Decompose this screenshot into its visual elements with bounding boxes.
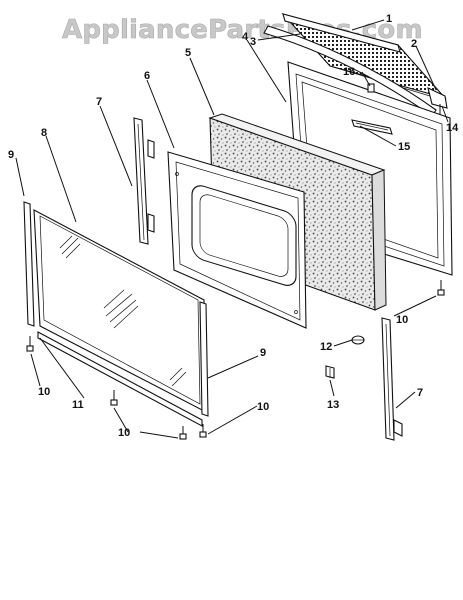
glass-side-strip-left [23, 201, 35, 327]
glass-side-strip-right [199, 301, 209, 417]
inner-door-panel [167, 151, 307, 329]
callout-11: 11 [72, 399, 84, 411]
latch-clip-13 [325, 365, 335, 379]
callout-14: 14 [446, 122, 459, 134]
callout-10-right-bottom: 10 [257, 401, 269, 413]
door-stop-12 [351, 335, 365, 345]
callout-7-left: 7 [96, 96, 102, 108]
side-bracket-right [381, 317, 403, 441]
callout-6: 6 [144, 70, 150, 82]
screw-right-bottom [199, 424, 207, 438]
callout-13: 13 [327, 399, 339, 411]
callout-10-left: 10 [38, 386, 50, 398]
hinge-bracket [351, 119, 393, 135]
callout-9-right: 9 [260, 347, 266, 359]
callout-4: 4 [242, 31, 249, 43]
callout-2: 2 [411, 38, 417, 50]
callout-9-left: 9 [8, 149, 14, 161]
leader-lines [15, 19, 449, 439]
screw-bottom-1 [110, 390, 118, 406]
callout-7-right: 7 [417, 387, 423, 399]
glass-bottom-strip [37, 331, 203, 427]
callout-8: 8 [41, 127, 47, 139]
callout-12: 12 [320, 341, 332, 353]
side-bracket-left [133, 117, 155, 245]
frame-clip [367, 83, 375, 93]
callout-16: 16 [343, 66, 355, 78]
callout-10-right: 10 [396, 314, 408, 326]
screw-bottom-2 [179, 426, 187, 440]
callout-3: 3 [250, 36, 256, 48]
watermark-text: AppliancePartsPros.com [62, 15, 423, 45]
callout-labels: 1 2 3 4 5 6 7 8 9 9 16 14 15 10 12 13 7 … [8, 13, 459, 439]
callout-10-bottom: 10 [118, 427, 130, 439]
callout-15: 15 [398, 141, 410, 153]
callout-5: 5 [185, 47, 191, 59]
screw-frame-right [437, 280, 445, 296]
screw-left-bottom [26, 336, 34, 352]
callout-1: 1 [386, 13, 392, 25]
